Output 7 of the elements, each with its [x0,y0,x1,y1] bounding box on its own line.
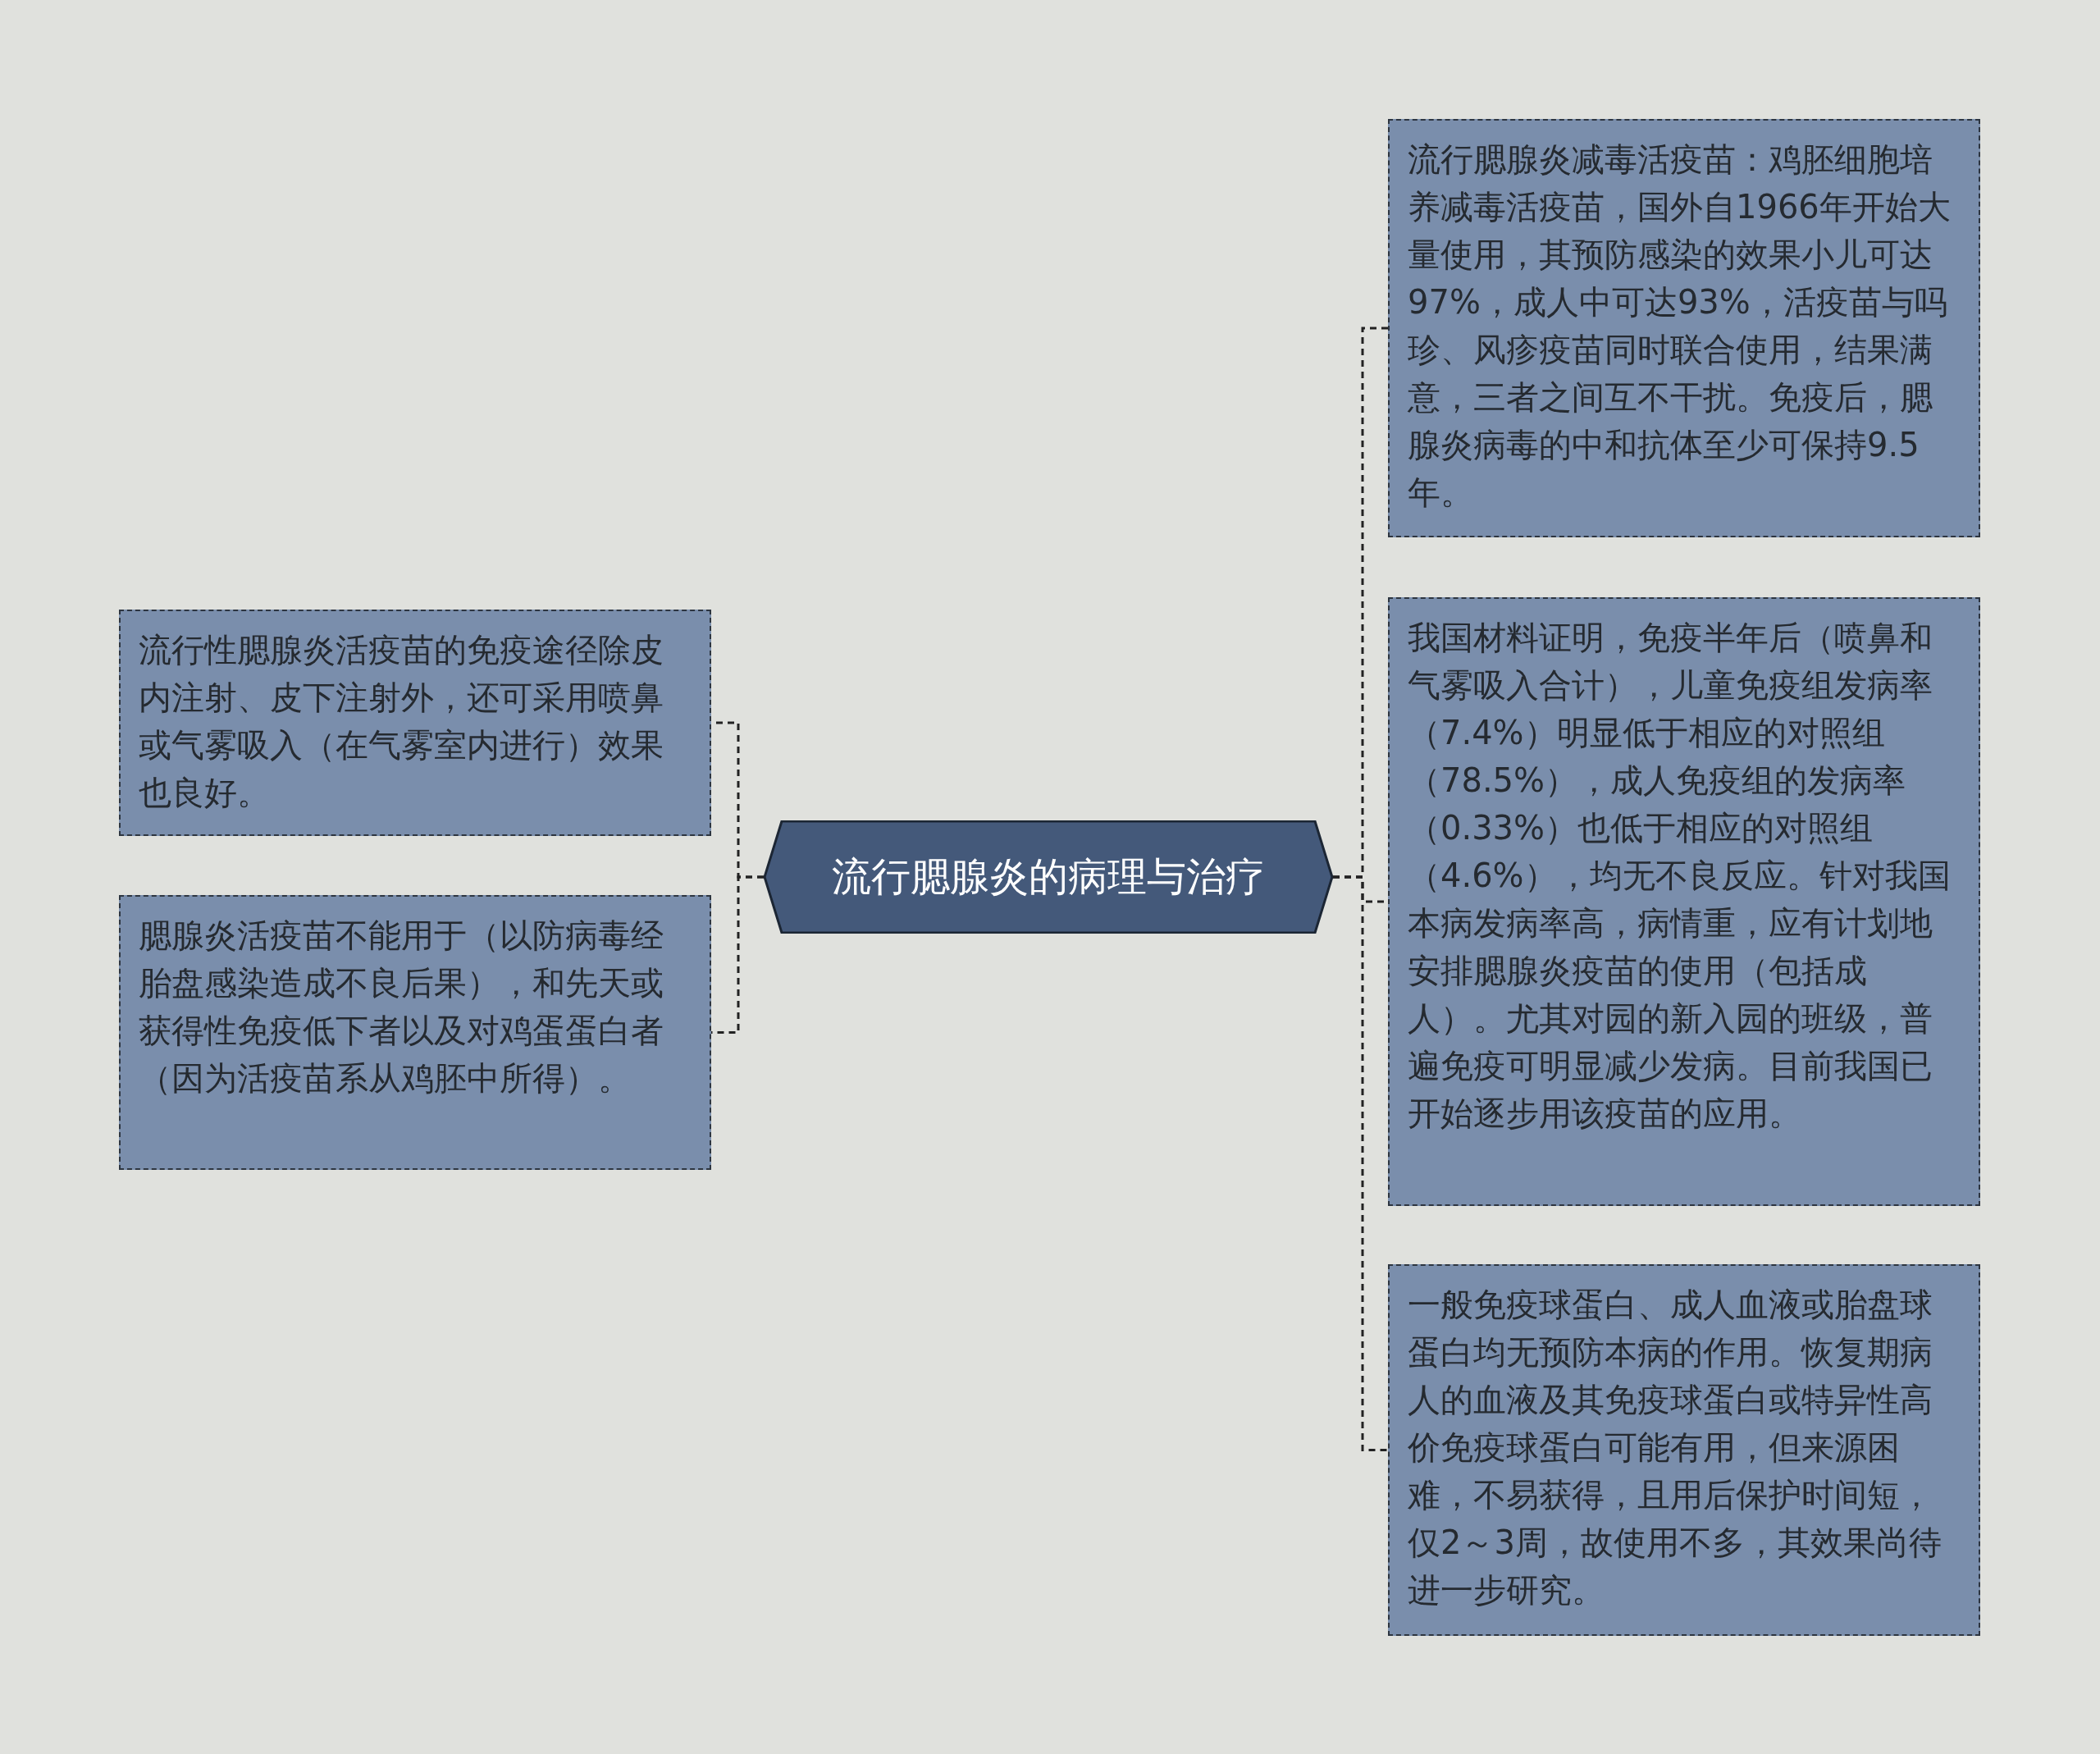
subtopic-box: 流行腮腺炎减毒活疫苗：鸡胚细胞培养减毒活疫苗，国外自1966年开始大量使用，其预防感染的效果小儿可达97%，成人中可达93%，活疫苗与吗珍、风疹疫苗同时联合使用，结果满意，三者之间互不干扰。免疫后，腮腺炎病毒的中和抗体至少可保持9.5年。 [1388,119,1980,537]
subtopic-box: 我国材料证明，免疫半年后（喷鼻和气雾吸入合计），儿童免疫组发病率（7.4%）明显低于相应的对照组（78.5%），成人免疫组的发病率（0.33%）也低于相应的对照组（4.6%），均无不良反应。针对我国本病发病率高，病情重，应有计划地安排腮腺炎疫苗的使用（包括成人）。尤其对园的新入园的班级，普遍免疫可明显减少发病。目前我国已开始逐步用该疫苗的应用。 [1388,597,1980,1206]
subtopic-box: 一般免疫球蛋白、成人血液或胎盘球蛋白均无预防本病的作用。恢复期病人的血液及其免疫球蛋白或特异性高价免疫球蛋白可能有用，但来源困难，不易获得，且用后保护时间短，仅2～3周，故使用不多，其效果尚待进一步研究。 [1388,1264,1980,1636]
subtopic-box: 腮腺炎活疫苗不能用于（以防病毒经胎盘感染造成不良后果），和先天或获得性免疫低下者以及对鸡蛋蛋白者（因为活疫苗系从鸡胚中所得）。 [119,895,711,1170]
connector-line [1333,875,1388,1451]
subtopic-box: 流行性腮腺炎活疫苗的免疫途径除皮内注射、皮下注射外，还可采用喷鼻或气雾吸入（在气雾室内进行）效果也良好。 [119,610,711,836]
central-topic-text: 流行腮腺炎的病理与治疗 [832,852,1265,901]
